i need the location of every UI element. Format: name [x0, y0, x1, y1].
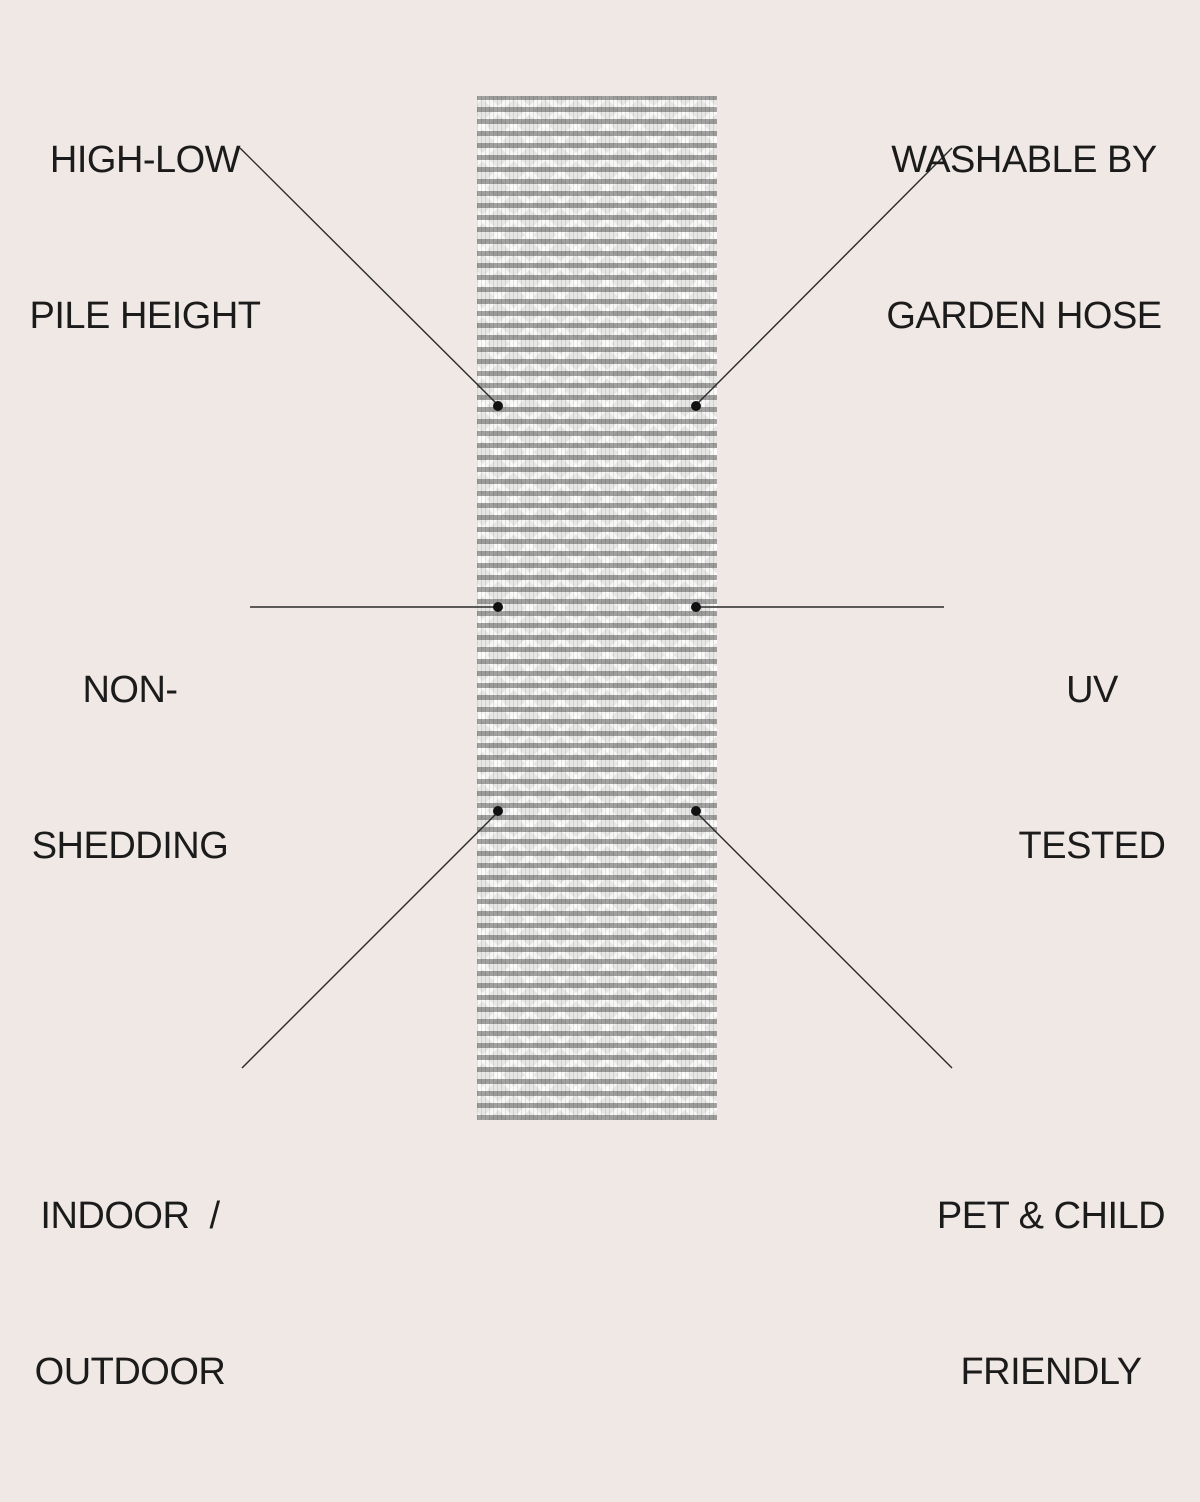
feature-label-line: UV	[1066, 669, 1118, 711]
callout-dot-non-shedding	[493, 602, 503, 612]
callout-dot-pet	[691, 806, 701, 816]
callout-dot-washable	[691, 401, 701, 411]
feature-label-line: HIGH-LOW	[49, 139, 241, 181]
feature-infographic: HIGH-LOW PILE HEIGHT WASHABLE BY GARDEN …	[25, 30, 1172, 1393]
callout-line-high-low	[239, 147, 499, 406]
feature-label-line: INDOOR /	[40, 1195, 220, 1237]
feature-label-indoor-outdoor: INDOOR / OUTDOOR	[25, 1086, 235, 1502]
feature-label-line: NON-	[82, 669, 178, 711]
feature-label-line: PET & CHILD	[936, 1195, 1166, 1237]
feature-label-pet-child-friendly: PET & CHILD FRIENDLY	[932, 1086, 1170, 1502]
feature-label-non-shedding: NON- SHEDDING	[25, 560, 235, 976]
feature-label-line: SHEDDING	[31, 825, 229, 867]
feature-label-line: TESTED	[1018, 825, 1166, 867]
feature-label-line: PILE HEIGHT	[29, 295, 262, 337]
feature-label-line: GARDEN HOSE	[886, 295, 1162, 337]
feature-label-high-low-pile: HIGH-LOW PILE HEIGHT	[25, 30, 265, 446]
callout-line-indoor	[241, 811, 499, 1069]
callout-dot-uv	[691, 602, 701, 612]
feature-label-uv-tested: UV TESTED	[1014, 560, 1170, 976]
callout-dot-high-low	[493, 401, 503, 411]
callout-lines	[239, 147, 953, 1069]
rug-runner-image	[477, 96, 717, 1120]
callout-dot-indoor	[493, 806, 503, 816]
feature-label-line: WASHABLE BY	[891, 139, 1157, 181]
callout-line-washable	[695, 147, 953, 406]
feature-label-line: FRIENDLY	[960, 1351, 1142, 1393]
callout-line-pet	[695, 811, 953, 1069]
feature-label-line: OUTDOOR	[34, 1351, 226, 1393]
feature-label-washable: WASHABLE BY GARDEN HOSE	[876, 30, 1172, 446]
